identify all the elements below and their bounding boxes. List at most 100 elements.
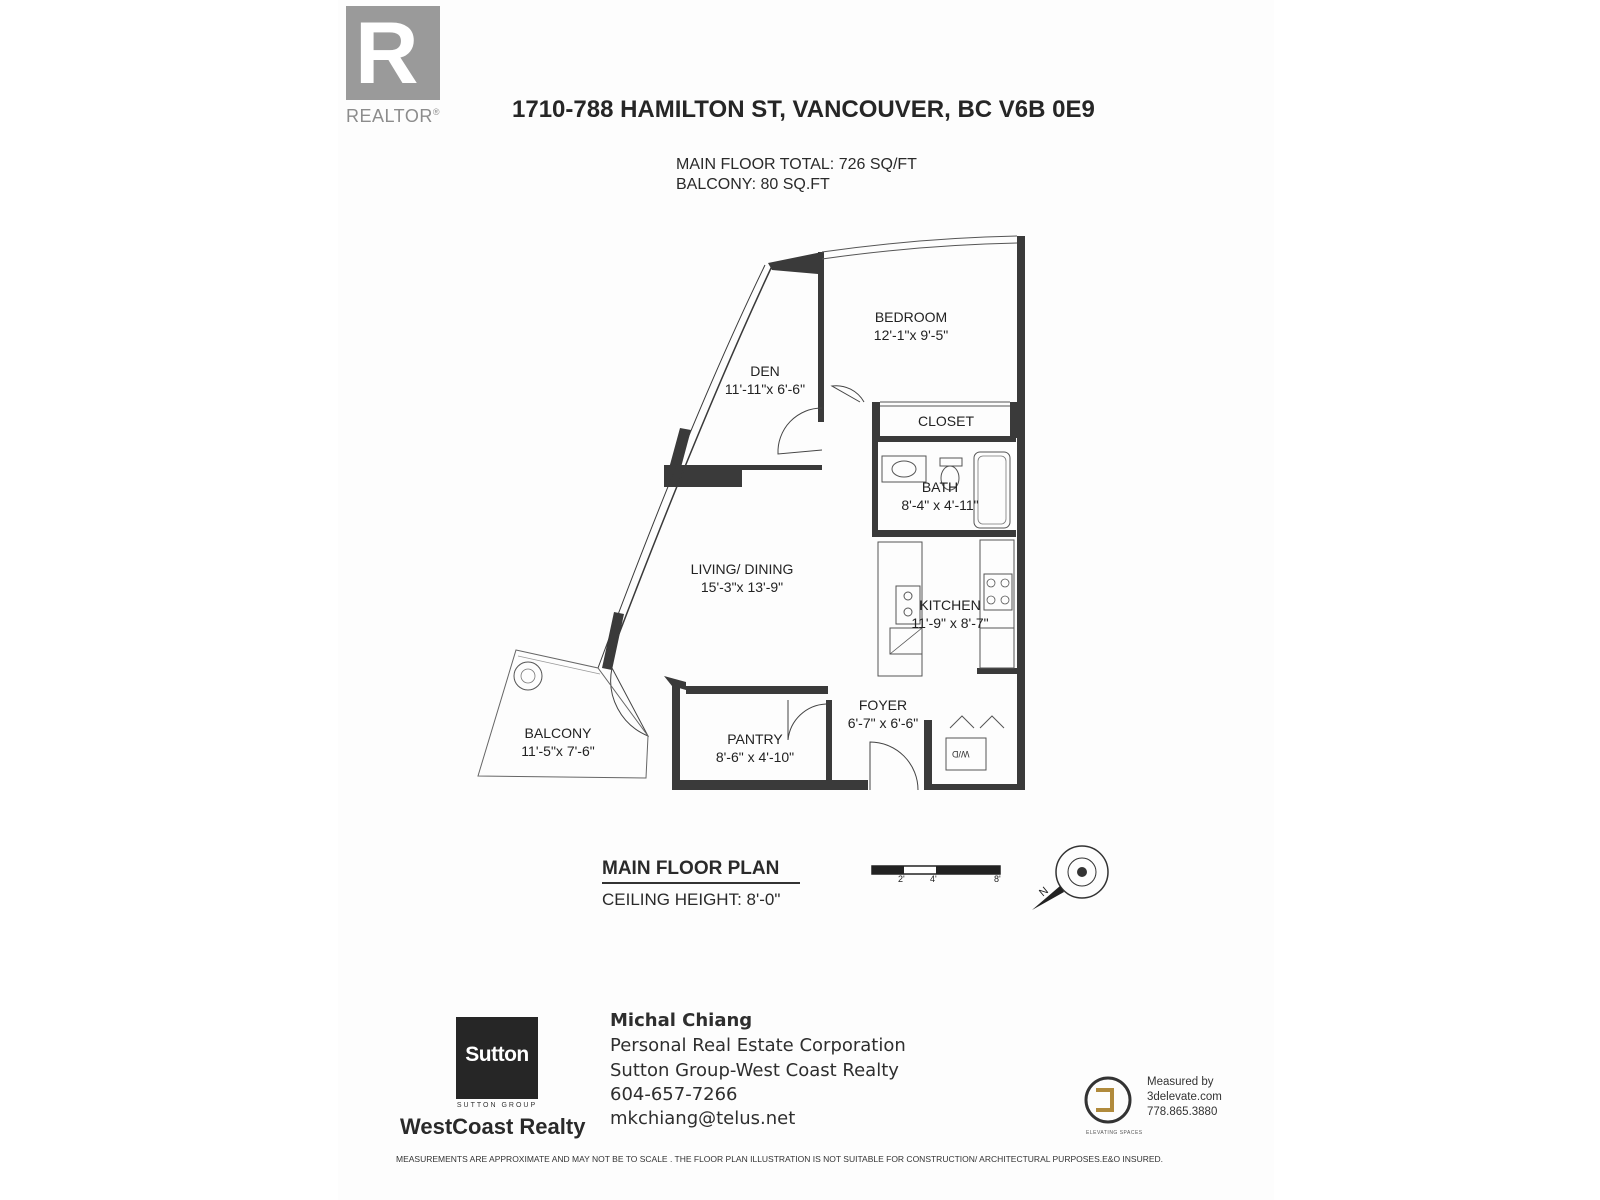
sutton-logo-word: Sutton [465, 1043, 529, 1066]
elevate-logo-mark [1096, 1088, 1114, 1112]
living-size: 15'-3"x 13'-9" [700, 579, 784, 595]
realtor-logo-letter: R [355, 3, 419, 102]
north-arrow [1032, 886, 1064, 910]
closet-east-wall [1010, 402, 1018, 438]
foyer-name: FOYER [858, 697, 908, 713]
scale-bar-segment-3 [936, 866, 1000, 874]
kitchen-south-wall [977, 668, 1017, 674]
brokerage-name: WestCoast Realty [400, 1114, 586, 1139]
closet-bath-wall [872, 436, 1016, 442]
refrigerator [979, 627, 1015, 669]
scale-bar-segment-1 [872, 866, 904, 874]
sutton-group-label: SUTTON GROUP [456, 1102, 538, 1109]
room-balcony: BALCONY 11'-5"x 7'-6" [521, 724, 594, 760]
balcony-area: BALCONY: 80 SQ.FT [676, 176, 830, 193]
closet-name: CLOSET [917, 413, 975, 429]
living-name: LIVING/ DINING [690, 561, 794, 577]
den-south-wall-thin [742, 465, 822, 470]
pantry-size: 8'-6" x 4'-10" [715, 749, 795, 765]
scale-tick-4: 4' [930, 874, 937, 884]
burner-2 [1000, 578, 1010, 588]
agent-name: Michal Chiang [610, 1010, 753, 1031]
measured-by-phone: 778.865.3880 [1147, 1106, 1218, 1118]
room-bedroom: BEDROOM 12'-1"x 9'-5" [874, 308, 948, 344]
burner-3 [986, 595, 996, 605]
kitchen-island [877, 541, 923, 677]
north-compass [1032, 845, 1109, 910]
scale-tick-2: 2' [898, 874, 905, 884]
east-exterior-wall [1017, 236, 1025, 790]
ceiling-height: CEILING HEIGHT: 8'-0" [602, 890, 781, 909]
elevate-logo-ring [1084, 1076, 1132, 1124]
room-den: DEN 11'-11"x 6'-6" [725, 362, 805, 398]
dishwasher-mark [889, 627, 923, 655]
disclaimer: MEASUREMENTS ARE APPROXIMATE AND MAY NOT… [396, 1154, 1164, 1164]
toilet-tank [939, 457, 963, 467]
elevate-logo-caption: ELEVATING SPACES [1086, 1130, 1143, 1136]
elevate-logo [1084, 1076, 1132, 1124]
pantry-door-swing [787, 700, 827, 741]
pantry-east-wall [826, 700, 832, 780]
dishwasher [889, 627, 923, 655]
cooktop [983, 573, 1013, 611]
washer-dryer-label: W/D [952, 749, 970, 759]
compass-center [1077, 867, 1087, 877]
bath-size: 8'-4" x 4'-11" [901, 497, 979, 513]
compass-ring [1055, 845, 1109, 899]
measured-by-site[interactable]: 3delevate.com [1147, 1091, 1222, 1103]
balcony-planter [513, 661, 543, 691]
pantry-north-wall [686, 686, 828, 694]
sink [891, 460, 917, 478]
realtor-logo: R REALTOR® [346, 6, 450, 126]
burner [986, 578, 996, 588]
realtor-logo-box: R [346, 6, 440, 100]
agent-phone[interactable]: 604-657-7266 [610, 1084, 738, 1105]
agent-email[interactable]: mkchiang@telus.net [610, 1108, 796, 1129]
burner-4 [1000, 595, 1010, 605]
north-window-outer [821, 235, 1018, 253]
plan-title: MAIN FLOOR PLAN [602, 858, 780, 879]
balcony-planter-inner [520, 668, 536, 684]
west-window-inner [597, 264, 766, 669]
laundry-door-right [979, 715, 1005, 729]
measured-by-label: Measured by [1147, 1076, 1214, 1088]
room-closet: CLOSET [918, 412, 974, 430]
room-kitchen: KITCHEN 11'-9" x 8'-7" [911, 596, 988, 632]
bathtub [973, 451, 1011, 529]
closet-west-wall [872, 402, 880, 438]
bathtub-inner [977, 455, 1007, 525]
room-pantry: PANTRY 8'-6" x 4'-10" [716, 730, 794, 766]
foyer-size: 6'-7" x 6'-6" [847, 715, 919, 731]
bath-kitchen-wall [872, 530, 1016, 537]
balcony-outline [477, 649, 649, 779]
kitchen-name: KITCHEN [919, 597, 981, 613]
floor-plan-sheet [338, 0, 1274, 1200]
entry-door-swing [869, 741, 919, 791]
pantry-corner [664, 676, 686, 690]
sutton-logo: Sutton [456, 1017, 538, 1099]
kitchen-size: 11'-9" x 8'-7" [911, 615, 989, 631]
bath-name: BATH [921, 479, 959, 495]
washer-dryer [945, 737, 987, 771]
balcony-railing [517, 655, 601, 675]
west-window-outer [605, 265, 773, 669]
north-wall-segment [768, 252, 822, 330]
den-name: DEN [750, 363, 780, 379]
compass-inner-ring [1067, 857, 1097, 887]
west-wall-pier [665, 428, 691, 486]
vanity [881, 455, 927, 483]
balcony-door-swing [610, 667, 650, 737]
island-sink-bowl-2 [903, 607, 913, 617]
plan-title-underline [602, 882, 800, 884]
room-living-dining: LIVING/ DINING 15'-3"x 13'-9" [691, 560, 794, 596]
realtor-logo-word: REALTOR® [346, 106, 440, 126]
den-size: 11'-11"x 6'-6" [724, 381, 806, 397]
property-address: 1710-788 HAMILTON ST, VANCOUVER, BC V6B … [512, 96, 1095, 123]
west-wall-pier-lower [602, 612, 624, 670]
laundry-west-wall [924, 720, 932, 790]
scale-tick-8: 8' [994, 874, 1001, 884]
bath-west-wall [872, 442, 878, 536]
agent-title: Personal Real Estate Corporation [610, 1035, 906, 1056]
room-bath: BATH 8'-4" x 4'-11" [901, 478, 978, 514]
north-window-inner [821, 242, 1018, 260]
